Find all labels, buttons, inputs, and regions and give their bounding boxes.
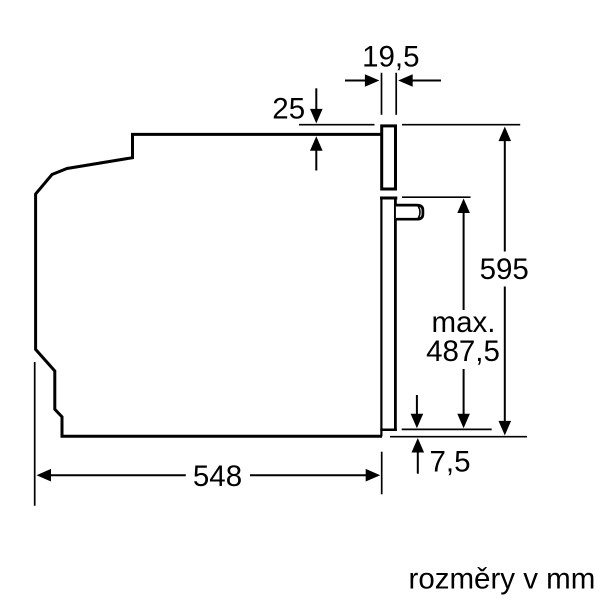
svg-text:548: 548 (193, 460, 242, 493)
svg-text:487,5: 487,5 (426, 335, 500, 368)
svg-text:25: 25 (272, 92, 305, 125)
svg-text:19,5: 19,5 (362, 41, 419, 74)
svg-text:595: 595 (480, 253, 529, 286)
svg-text:max.: max. (432, 306, 496, 339)
svg-text:rozměry v mm: rozměry v mm (409, 563, 596, 596)
svg-text:7,5: 7,5 (430, 446, 471, 479)
